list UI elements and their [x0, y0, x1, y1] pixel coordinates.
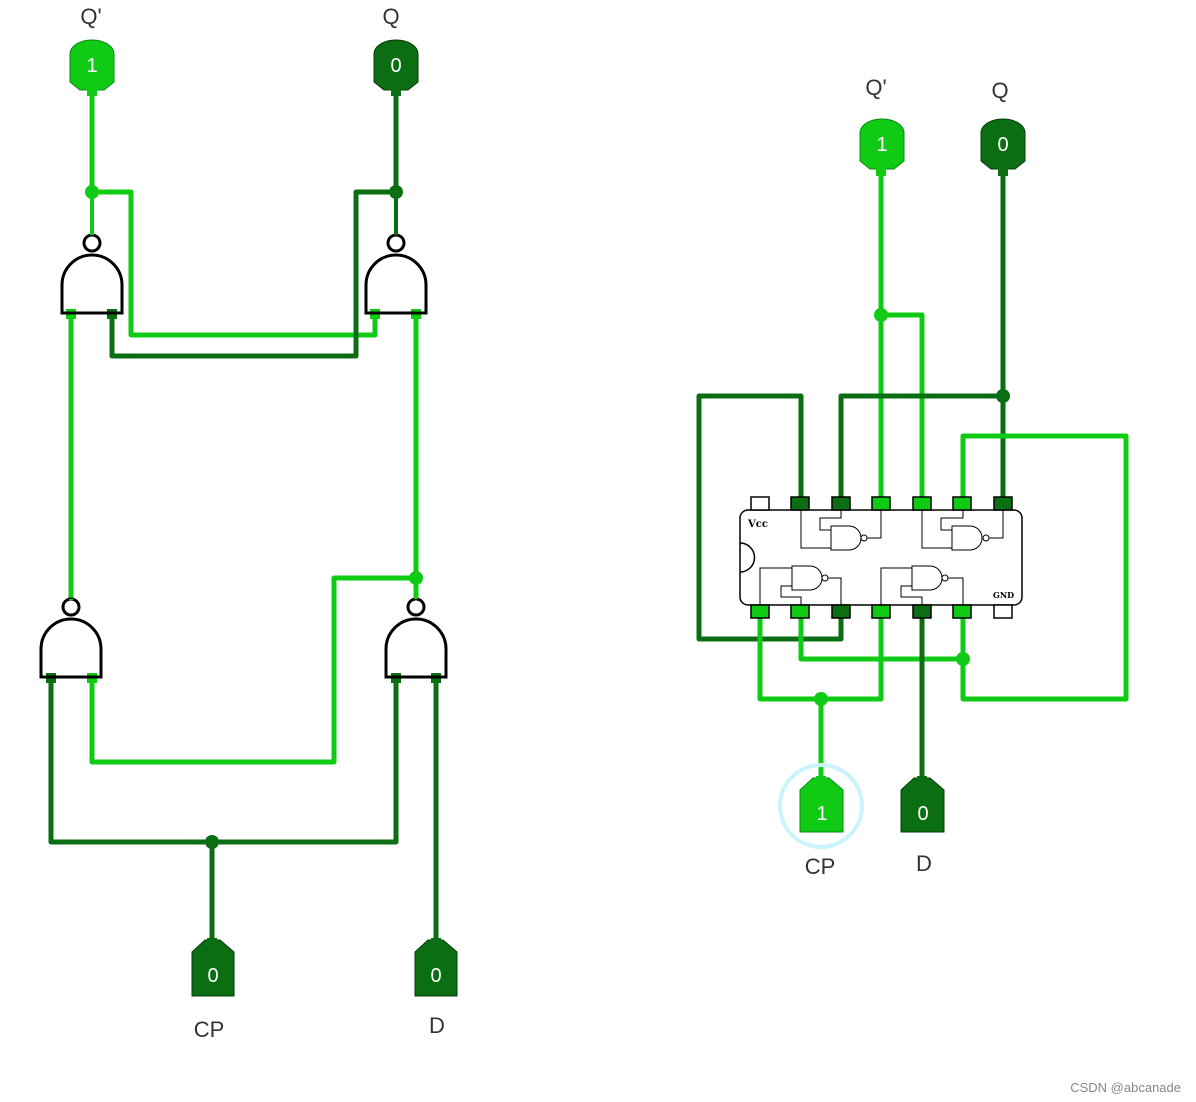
nand-ic-chip[interactable]: Vcc GND: [739, 496, 1023, 619]
wire-right-qbar-branch: [881, 312, 925, 498]
wire-left-g4-g3: [89, 575, 416, 765]
wire-right-q-branch: [838, 393, 1003, 498]
svg-text:0: 0: [390, 55, 401, 77]
wire-right-cp-right: [821, 615, 884, 702]
svg-text:1: 1: [86, 55, 97, 77]
svg-text:D: D: [429, 1013, 445, 1038]
chip-pins-bottom: [750, 604, 1013, 619]
wire-left-q-net: [109, 90, 399, 359]
left-bubble-stubs: [69, 192, 418, 600]
left-port-stubs: [46, 309, 441, 683]
right-input-cp[interactable]: 1 CP: [778, 763, 864, 879]
left-junctions: [85, 185, 423, 849]
nand-gate-3[interactable]: [39, 597, 103, 679]
svg-text:1: 1: [816, 803, 827, 825]
svg-text:0: 0: [917, 803, 928, 825]
svg-text:CP: CP: [194, 1017, 225, 1042]
svg-text:0: 0: [207, 965, 218, 987]
svg-text:CP: CP: [805, 854, 836, 879]
svg-text:0: 0: [997, 134, 1008, 156]
svg-text:Q': Q': [80, 4, 101, 29]
left-wires: [48, 90, 439, 944]
svg-text:Q': Q': [865, 75, 886, 100]
chip-vcc-label: Vcc: [747, 519, 768, 530]
left-input-cp[interactable]: 0 CP: [191, 938, 235, 1042]
right-junctions: [814, 308, 1010, 706]
left-output-q[interactable]: Q 0: [373, 4, 419, 96]
wire-right-cp-left: [757, 615, 821, 702]
right-wires: [696, 170, 1129, 780]
nand-gate-4[interactable]: [384, 597, 448, 679]
left-input-d[interactable]: 0 D: [414, 938, 458, 1038]
right-input-d[interactable]: 0 D: [900, 776, 945, 876]
left-output-qbar[interactable]: Q' 1: [69, 4, 115, 96]
wire-right-loop-bright: [960, 433, 1129, 702]
svg-text:0: 0: [430, 965, 441, 987]
right-output-qbar[interactable]: Q' 1: [859, 75, 905, 176]
nand-gate-2[interactable]: [364, 233, 428, 315]
wire-left-cp-g4: [212, 677, 399, 845]
nand-gate-1[interactable]: [60, 233, 124, 315]
svg-text:Q: Q: [382, 4, 399, 29]
selection-ring: [778, 763, 864, 849]
svg-text:1: 1: [876, 134, 887, 156]
wire-left-cp-net: [48, 677, 215, 944]
wire-right-p10-p12: [798, 615, 963, 662]
svg-text:D: D: [916, 851, 932, 876]
chip-internal-gates: [759, 510, 1004, 605]
wire-left-qbar-net: [89, 90, 378, 338]
svg-text:Q: Q: [991, 78, 1008, 103]
watermark-text: CSDN @abcanade: [1070, 1080, 1181, 1095]
wire-right-loop-dark: [696, 393, 844, 642]
chip-gnd-label: GND: [993, 590, 1014, 600]
right-output-q[interactable]: Q 0: [980, 78, 1026, 176]
chip-pins-top: [750, 496, 1013, 511]
